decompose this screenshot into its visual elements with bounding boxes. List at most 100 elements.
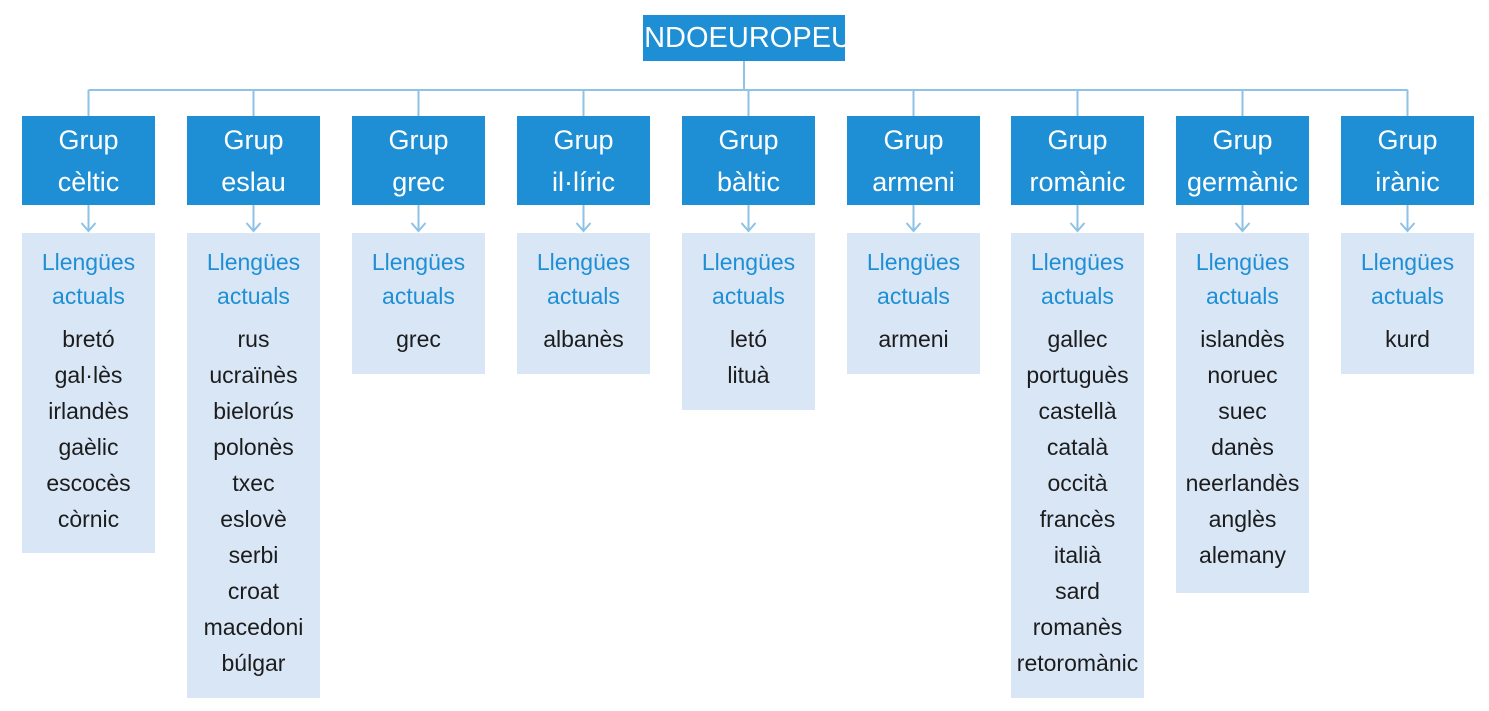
root-node-indoeuropeu: INDOEUROPEU [636, 15, 852, 61]
group-node-iliric: Grup il·líric [517, 116, 650, 205]
group-label-line1: Grup [58, 124, 119, 155]
root-label: INDOEUROPEU [636, 21, 852, 54]
arrow-down-icon [740, 222, 757, 233]
group-label-line1: Grup [1377, 124, 1438, 155]
language-item: francès [1039, 506, 1116, 532]
group-label-line1: Grup [553, 124, 614, 155]
language-list: armeni [878, 321, 948, 357]
languages-heading: Llengües actuals [1196, 245, 1289, 313]
language-list: letó lituà [727, 321, 769, 393]
language-item: portuguès [1026, 362, 1129, 388]
language-item: croat [227, 578, 280, 604]
language-item: neerlandès [1185, 470, 1300, 496]
languages-heading-line1: Llengües [206, 249, 301, 275]
language-item: gal·lès [54, 362, 123, 388]
group-node-baltic: Grup bàltic [682, 116, 815, 205]
languages-heading-line2: actuals [52, 283, 125, 309]
language-item: català [1046, 434, 1109, 460]
language-item: occità [1047, 470, 1108, 496]
group-label-line1: Grup [1212, 124, 1273, 155]
arrow-down-icon [1234, 222, 1251, 233]
language-list: kurd [1385, 321, 1430, 357]
group-label-line2: il·líric [552, 166, 615, 197]
group-label-line1: Grup [1047, 124, 1108, 155]
language-list: albanès [543, 321, 624, 357]
language-item: anglès [1208, 506, 1277, 532]
group-label-line1: Grup [883, 124, 944, 155]
languages-heading-line2: actuals [382, 283, 455, 309]
group-label-line2: bàltic [716, 166, 781, 197]
arrow-down-icon [575, 222, 592, 233]
group-label-line1: Grup [223, 124, 284, 155]
languages-box-baltic: Llengües actuals letó lituà [682, 233, 815, 410]
languages-heading-line1: Llengües [1195, 249, 1290, 275]
arrow-down-icon [1069, 222, 1086, 233]
languages-heading-line2: actuals [1371, 283, 1444, 309]
group-label-line2: armeni [872, 166, 955, 197]
languages-heading-line1: Llengües [536, 249, 631, 275]
languages-box-grec: Llengües actuals grec [352, 233, 485, 374]
group-label-line2: eslau [221, 166, 286, 197]
group-node-germanic: Grup germànic [1176, 116, 1309, 205]
languages-box-iranic: Llengües actuals kurd [1341, 233, 1474, 374]
group-node-eslau: Grup eslau [187, 116, 320, 205]
language-item: albanès [543, 326, 624, 352]
arrow-down-icon [1399, 222, 1416, 233]
group-label-line2: grec [392, 166, 445, 197]
language-item: letó [729, 326, 768, 352]
group-label-line2: romànic [1029, 166, 1126, 197]
group-label-line2: irànic [1375, 166, 1440, 197]
language-item: retoromànic [1016, 650, 1139, 676]
language-item: ucraïnès [209, 362, 298, 388]
language-item: còrnic [57, 506, 120, 532]
language-item: rus [237, 326, 270, 352]
language-item: islandès [1200, 326, 1285, 352]
languages-heading-line1: Llengües [1360, 249, 1455, 275]
group-node-armeni: Grup armeni [847, 116, 980, 205]
language-item: txec [232, 470, 275, 496]
language-item: búlgar [221, 650, 286, 676]
languages-heading-line2: actuals [877, 283, 950, 309]
languages-heading: Llengües actuals [1361, 245, 1454, 313]
language-item: danès [1211, 434, 1274, 460]
arrow-down-icon [905, 222, 922, 233]
languages-heading-line2: actuals [1206, 283, 1279, 309]
language-item: armeni [878, 326, 949, 352]
group-label-line2: germànic [1186, 166, 1299, 197]
languages-heading: Llengües actuals [702, 245, 795, 313]
group-node-romanic: Grup romànic [1011, 116, 1144, 205]
language-item: sard [1055, 578, 1100, 604]
arrow-down-icon [80, 222, 97, 233]
language-item: bielorús [213, 398, 294, 424]
languages-heading: Llengües actuals [372, 245, 465, 313]
language-item: macedoni [203, 614, 304, 640]
group-label-line2: cèltic [57, 166, 120, 197]
languages-heading-line2: actuals [712, 283, 785, 309]
language-item: eslovè [220, 506, 287, 532]
language-item: kurd [1385, 326, 1430, 352]
language-item: polonès [213, 434, 294, 460]
language-item: gaèlic [58, 434, 119, 460]
language-item: irlandès [48, 398, 129, 424]
language-item: lituà [727, 362, 770, 388]
language-list: grec [396, 321, 441, 357]
language-item: escocès [46, 470, 131, 496]
languages-heading-line1: Llengües [701, 249, 796, 275]
languages-heading-line1: Llengües [371, 249, 466, 275]
language-item: alemany [1199, 542, 1286, 568]
group-label-line1: Grup [718, 124, 779, 155]
